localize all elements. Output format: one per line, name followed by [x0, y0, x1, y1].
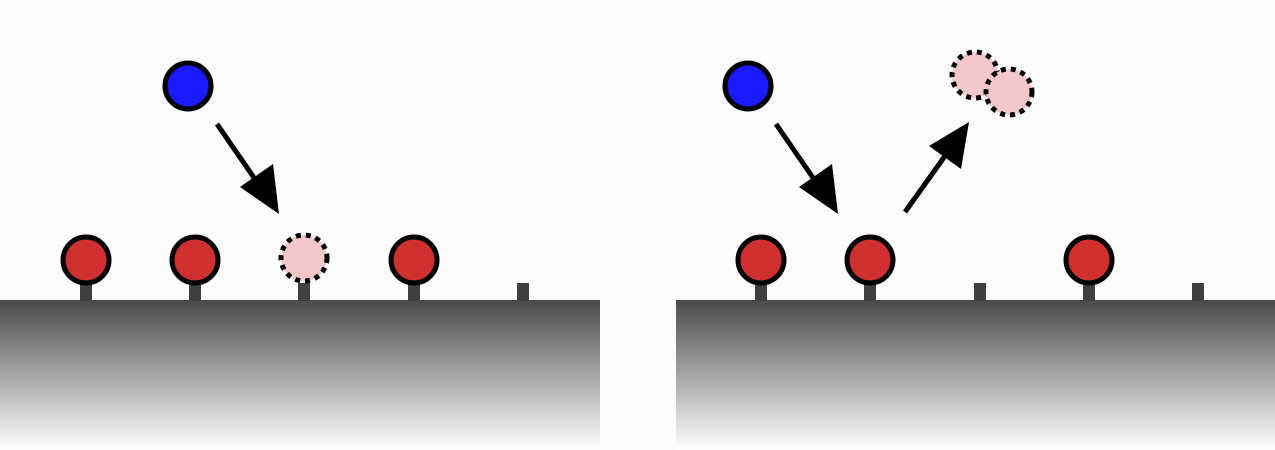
outgoing-arrow: [902, 122, 969, 214]
anchor-stub: [189, 283, 201, 301]
anchor-stub: [864, 283, 876, 301]
anchor-stub: [974, 283, 986, 301]
incoming-particle: [722, 60, 774, 112]
anchor-stub: [517, 283, 529, 301]
incoming-arrow: [773, 122, 838, 214]
left-panel: [0, 60, 600, 450]
incoming-arrow: [214, 122, 279, 214]
vacated-atom: [278, 232, 330, 284]
incoming-particle: [162, 60, 214, 112]
surface-slab: [676, 300, 1275, 450]
anchor-stub: [298, 283, 310, 301]
anchor-stub: [408, 283, 420, 301]
anchor-stub: [80, 283, 92, 301]
anchor-stub: [755, 283, 767, 301]
surface-slab: [0, 300, 600, 450]
bound-atom: [60, 234, 112, 286]
right-panel: [676, 49, 1275, 450]
bound-atom: [388, 234, 440, 286]
desorbed-atom: [983, 66, 1035, 118]
anchor-stub: [1192, 283, 1204, 301]
bound-atom: [844, 234, 896, 286]
bound-atom: [735, 234, 787, 286]
bound-atom: [1063, 234, 1115, 286]
bound-atom: [169, 234, 221, 286]
anchor-stub: [1083, 283, 1095, 301]
